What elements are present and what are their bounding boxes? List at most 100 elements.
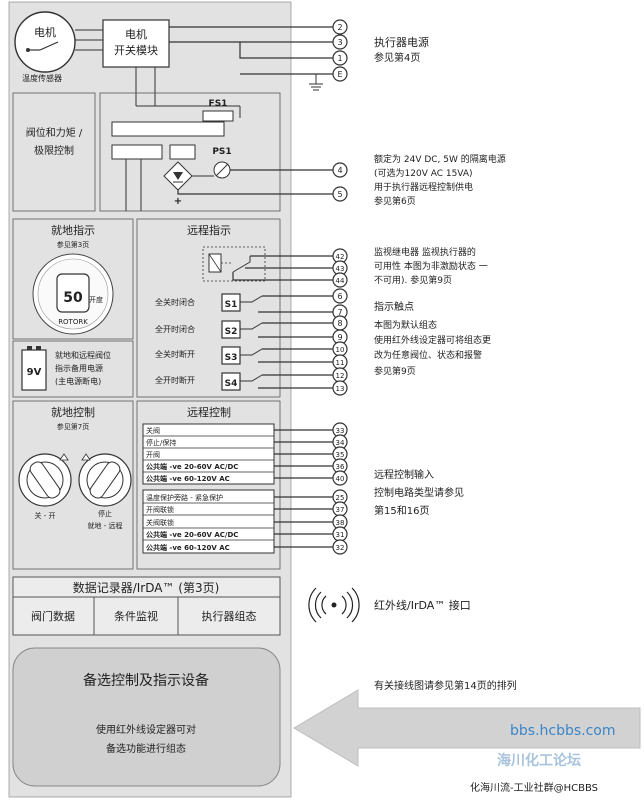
remote-row-common-a1: 公共端 -ve 20-60V AC/DC [146, 462, 238, 471]
infrared-icon [308, 587, 360, 623]
display-value: 50 [63, 290, 83, 306]
local-control-ref: 参见第7页 [57, 422, 89, 431]
terminal-31: 31 [336, 531, 345, 539]
valve-torque-box [12, 92, 96, 212]
remote-control-group-a: 关阀 停止/保持 开阀 公共端 -ve 20-60V AC/DC 公共端 -ve… [142, 423, 275, 485]
remote-row-common-b1: 公共端 -ve 20-60V AC/DC [146, 530, 238, 539]
remote-row-open-interlock: 开阀联锁 [146, 505, 174, 514]
remote-row-common-a2: 公共端 -ve 60-120V AC [146, 474, 230, 483]
motor-label: 电机 [34, 25, 56, 39]
terminal-5: 5 [337, 190, 342, 199]
local-control-box [12, 400, 134, 570]
battery-text-line2: 指示备用电源 [55, 363, 103, 373]
switch-s2-label: 全开时闭合 [155, 324, 195, 334]
note-supply-line4: 参见第6页 [374, 195, 416, 207]
terminal-2: 2 [337, 23, 342, 32]
terminal-37: 37 [336, 506, 345, 514]
knob-left-label: 关 - 开 [35, 511, 56, 520]
remote-row-stop: 停止/保持 [146, 438, 176, 447]
remote-row-common-b2: 公共端 -ve 60-120V AC [146, 543, 230, 552]
battery-icon [21, 349, 47, 391]
note-power-line1: 执行器电源 [374, 35, 429, 49]
temp-sensor-label: 温度传感器 [22, 73, 62, 83]
supply-bar-right [169, 144, 196, 160]
note-control-line1: 远程控制输入 [374, 468, 434, 481]
watermark-credit: 化海川流-工业社群@HCBBS [470, 781, 598, 794]
note-control-line3: 第15和16页 [374, 504, 429, 517]
note-power-line2: 参见第4页 [374, 51, 420, 64]
battery-text-line3: (主电源断电) [55, 376, 101, 386]
terminal-25: 25 [336, 494, 345, 502]
knob-right-label-line1: 停止 [98, 509, 112, 518]
switch-s3-label: 全关时断开 [155, 349, 195, 359]
datalogger-cell-valve-data: 阀门数据 [31, 609, 75, 623]
terminal-40: 40 [336, 475, 345, 483]
terminal-6: 6 [337, 292, 342, 301]
remote-indication-box [136, 218, 281, 398]
fs1-label: FS1 [209, 99, 228, 109]
terminal-38: 38 [336, 519, 345, 527]
remote-row-open: 开阀 [146, 450, 160, 459]
note-contact-line3: 使用红外线设定器可将组态更 [374, 334, 491, 346]
plus-label: + [174, 196, 182, 207]
note-contact-line5: 参见第9页 [374, 365, 416, 377]
switch-s1-id: S1 [225, 300, 238, 310]
arrow-left-icon [293, 689, 641, 767]
valve-torque-line1: 阀位和力矩 / [26, 126, 83, 139]
remote-row-bypass: 温度保护旁路 - 紧急保护 [146, 493, 223, 502]
switch-s3-id: S3 [225, 353, 238, 363]
indication-switches: 全关时闭合 S1 全开时闭合 S2 全关时断开 S3 全开时断开 S4 [155, 293, 333, 391]
fuse-fs1 [202, 110, 234, 122]
options-line2: 备选功能进行组态 [106, 742, 186, 755]
lcd-display [56, 273, 90, 313]
battery-box [12, 340, 134, 398]
terminal-11: 11 [336, 359, 345, 367]
switch-s1-label: 全关时闭合 [155, 297, 195, 307]
terminal-1: 1 [337, 54, 342, 63]
battery-text-line1: 就地和远程阀位 [55, 350, 111, 360]
note-supply-line1: 额定为 24V DC, 5W 的隔离电源 [374, 153, 506, 165]
terminal-13: 13 [336, 385, 345, 393]
note-contact-line4: 改为任意阀位、状态和报警 [374, 349, 482, 361]
remote-indication-title: 远程指示 [187, 223, 231, 237]
note-wiring: 有关接线图请参见第14页的排列 [374, 679, 517, 692]
remote-control-group-b: 温度保护旁路 - 紧急保护 开阀联锁 关阀联锁 公共端 -ve 20-60V A… [142, 489, 275, 554]
local-indication-box [12, 218, 134, 340]
valve-torque-line2: 极限控制 [34, 144, 74, 157]
note-relay-line3: 不可用). 参见第9页 [374, 274, 452, 286]
terminal-44: 44 [336, 277, 345, 285]
terminal-7: 7 [337, 308, 342, 317]
note-control-line2: 控制电路类型请参见 [374, 486, 464, 499]
switch-s4-label: 全开时断开 [155, 375, 195, 385]
terminal-33: 33 [336, 427, 345, 435]
note-contact-line2: 本图为默认组态 [374, 319, 437, 331]
terminal-12: 12 [336, 372, 345, 380]
local-indication-title: 就地指示 [51, 223, 95, 237]
watermark-faint: 海川化工论坛 [497, 752, 581, 769]
options-title: 备选控制及指示设备 [83, 672, 209, 689]
ps1-label: PS1 [212, 147, 231, 157]
note-relay-line1: 监视继电器 监视执行器的 [374, 246, 476, 258]
datalogger-cell-actuator-config: 执行器组态 [202, 609, 257, 623]
terminal-4: 4 [337, 166, 342, 175]
knob-right-label-line2: 就地 - 远程 [88, 521, 123, 530]
remote-row-close: 关阀 [146, 426, 160, 435]
note-irda: 红外线/IrDA™ 接口 [374, 598, 471, 612]
remote-row-close-interlock: 关阀联锁 [146, 518, 174, 527]
note-supply-line2: (可选为120V AC 15VA) [374, 167, 473, 179]
transformer-bar [111, 121, 225, 137]
motor-section: 电机 温度传感器 电机 开关模块 [14, 11, 333, 106]
note-contact-line1: 指示触点 [374, 300, 414, 313]
terminal-e: E [337, 70, 342, 79]
data-logger-title: 数据记录器/IrDA™ (第3页) [73, 580, 220, 595]
power-supply-box [99, 92, 281, 212]
remote-control-box [136, 400, 281, 570]
supply-bar-left [111, 144, 163, 160]
display-brand: ROTORK [58, 318, 88, 326]
motor-circle [14, 11, 76, 73]
note-supply-line3: 用于执行器远程控制供电 [374, 181, 473, 193]
datalogger-cell-condition-monitoring: 条件监视 [114, 609, 158, 623]
selector-knob-right [78, 453, 132, 507]
terminal-circles: 2 3 1 E 4 5 42 43 44 6 7 8 9 10 11 12 13… [332, 19, 348, 555]
display-unit: 开度 [89, 295, 103, 304]
